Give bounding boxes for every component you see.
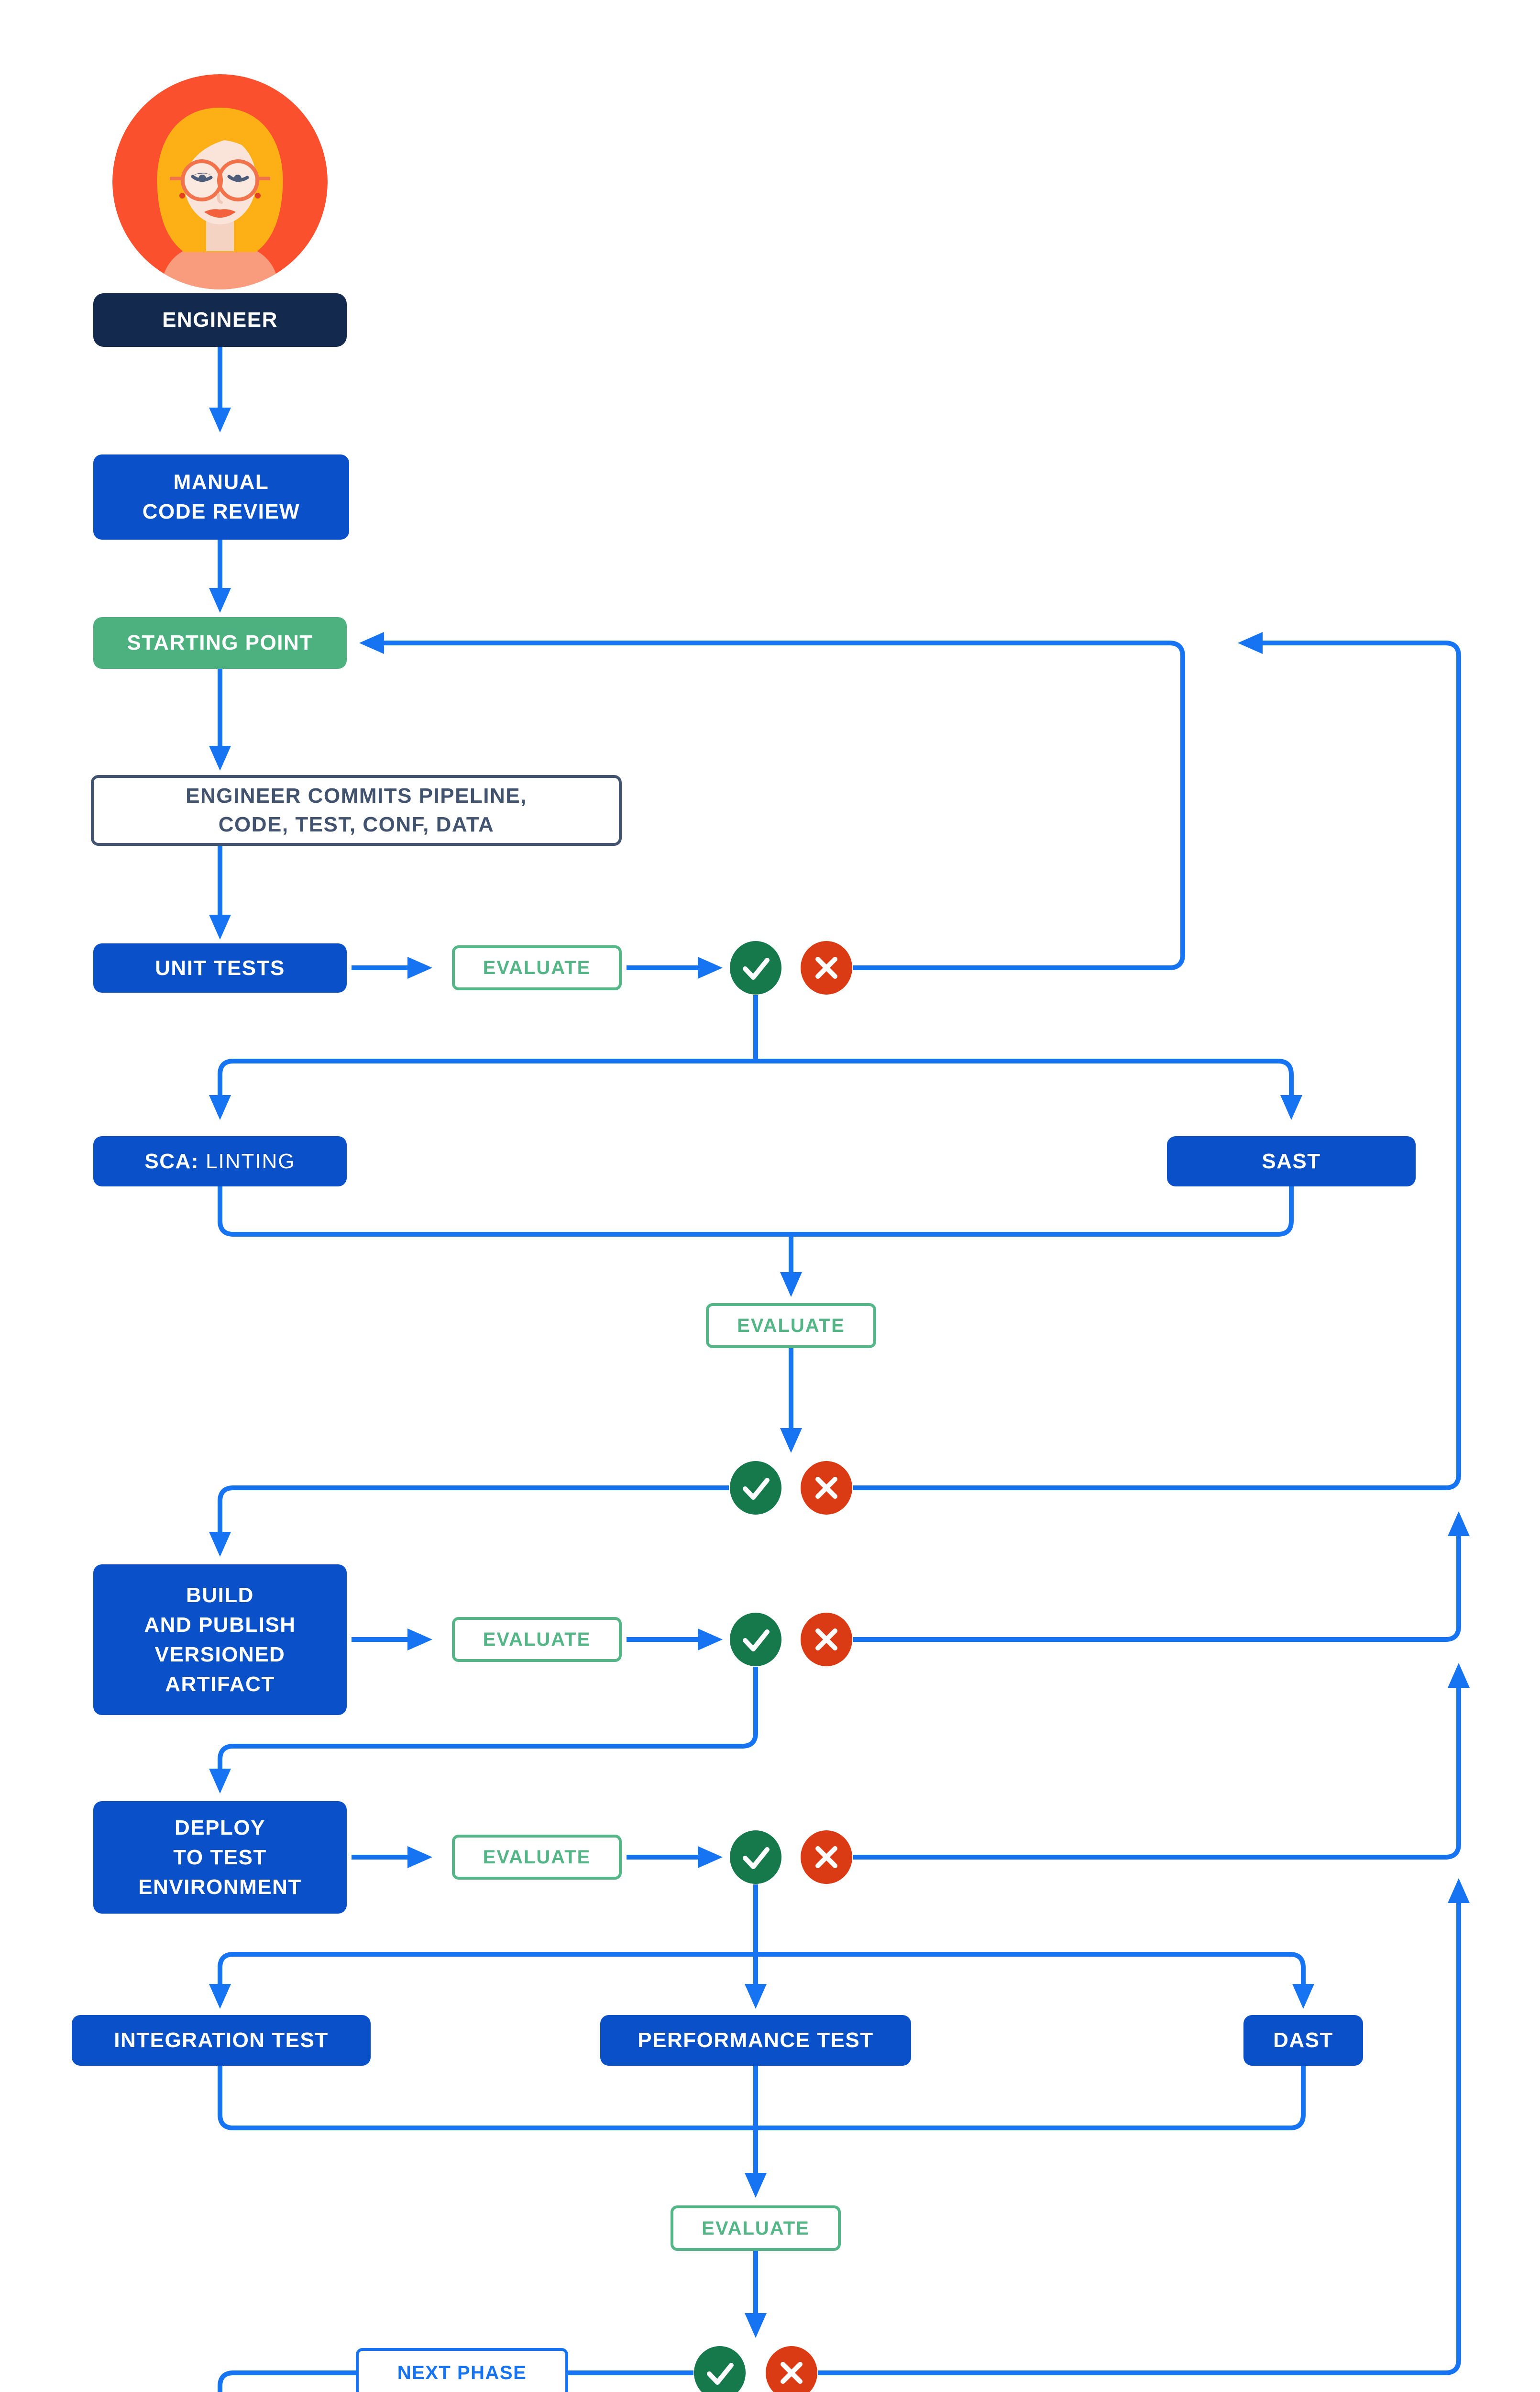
avatar-glasses-bridge bbox=[217, 176, 223, 179]
branch-to-sca bbox=[209, 1059, 756, 1120]
dast-node: DAST bbox=[1243, 2015, 1363, 2066]
next-phase-label: NEXT PHASE bbox=[397, 2362, 527, 2383]
line-pass-next-phase-exit bbox=[218, 2370, 693, 2392]
merge-dast bbox=[756, 2066, 1306, 2130]
manual-line-2: CODE REVIEW bbox=[142, 500, 300, 523]
avatar-right-lens bbox=[219, 161, 257, 199]
branch-to-integration bbox=[209, 1952, 756, 2009]
unit-tests-label: UNIT TESTS bbox=[155, 956, 285, 980]
avatar-fringe bbox=[176, 116, 265, 170]
avatar-left-pupil bbox=[198, 175, 206, 182]
avatar-left-eyebrow bbox=[193, 173, 212, 176]
commits-line-1: ENGINEER COMMITS PIPELINE, bbox=[186, 784, 527, 808]
merge-sast bbox=[791, 1186, 1294, 1237]
loop-bottom-fail-up bbox=[818, 1878, 1470, 2375]
evaluate-node-3: EVALUATE bbox=[452, 1617, 622, 1662]
merge-integration bbox=[218, 2066, 756, 2130]
performance-test-label: PERFORMANCE TEST bbox=[638, 2028, 874, 2052]
loop-deploy-fail-up bbox=[853, 1663, 1470, 1860]
avatar-earring-left bbox=[179, 193, 185, 199]
fail-disc-1 bbox=[801, 941, 852, 995]
integration-test-label: INTEGRATION TEST bbox=[114, 2028, 329, 2052]
sast-node: SAST bbox=[1167, 1136, 1416, 1186]
line-row3-pass-to-build bbox=[209, 1485, 729, 1557]
check-icon bbox=[707, 2363, 734, 2385]
cross-icon bbox=[815, 1846, 837, 1868]
dast-label: DAST bbox=[1273, 2028, 1333, 2052]
build-line-1: BUILD bbox=[186, 1583, 254, 1607]
deploy-line-3: ENVIRONMENT bbox=[138, 1875, 302, 1899]
build-publish-artifact-node: BUILD AND PUBLISH VERSIONED ARTIFACT bbox=[93, 1564, 347, 1715]
engineer-node: ENGINEER bbox=[93, 293, 347, 347]
engineer-label: ENGINEER bbox=[162, 308, 278, 332]
evaluate-label: EVALUATE bbox=[737, 1315, 845, 1336]
build-line-4: ARTIFACT bbox=[165, 1672, 275, 1696]
unit-tests-node: UNIT TESTS bbox=[93, 943, 347, 993]
pass-disc-2 bbox=[730, 1461, 781, 1515]
cross-icon bbox=[815, 1628, 837, 1650]
evaluate-node-1: EVALUATE bbox=[452, 945, 622, 990]
performance-test-node: PERFORMANCE TEST bbox=[600, 2015, 911, 2066]
build-line-3: VERSIONED bbox=[154, 1642, 286, 1666]
loop-unit-fail-to-starting bbox=[359, 631, 1185, 970]
avatar-earring-right bbox=[255, 193, 261, 199]
engineer-commits-node: ENGINEER COMMITS PIPELINE, CODE, TEST, C… bbox=[91, 775, 622, 846]
engineer-avatar bbox=[112, 74, 328, 289]
evaluate-node-4: EVALUATE bbox=[452, 1835, 622, 1880]
avatar-shirt bbox=[160, 247, 280, 289]
pass-disc-3 bbox=[730, 1613, 781, 1666]
avatar-right-glass bbox=[217, 159, 259, 201]
deploy-line-1: DEPLOY bbox=[175, 1816, 265, 1839]
line-build-pass-to-deploy bbox=[209, 1667, 758, 1794]
evaluate-label: EVALUATE bbox=[483, 957, 591, 978]
fail-disc-2 bbox=[801, 1461, 852, 1515]
avatar-lips bbox=[204, 209, 236, 218]
branch-to-sast bbox=[756, 1059, 1302, 1120]
loop-build-fail-up bbox=[853, 1511, 1470, 1642]
evaluate-label: EVALUATE bbox=[483, 1847, 591, 1868]
sca-label-bold: SCA: bbox=[144, 1149, 199, 1173]
evaluate-node-5: EVALUATE bbox=[671, 2205, 841, 2251]
check-icon bbox=[743, 1629, 770, 1651]
evaluate-label: EVALUATE bbox=[483, 1629, 591, 1650]
avatar-nose bbox=[217, 193, 223, 204]
cross-icon bbox=[815, 957, 837, 979]
next-phase-node: NEXT PHASE bbox=[356, 2348, 568, 2392]
fail-disc-3 bbox=[801, 1613, 852, 1666]
merge-sca bbox=[218, 1186, 791, 1237]
manual-code-review-node: MANUAL CODE REVIEW bbox=[93, 454, 349, 540]
starting-point-label: STARTING POINT bbox=[127, 631, 313, 654]
fail-disc-4 bbox=[801, 1830, 852, 1884]
build-line-2: AND PUBLISH bbox=[144, 1613, 296, 1637]
deploy-line-2: TO TEST bbox=[173, 1845, 267, 1869]
commits-line-2: CODE, TEST, CONF, DATA bbox=[218, 813, 495, 836]
fail-disc-5 bbox=[766, 2346, 817, 2392]
sast-label: SAST bbox=[1262, 1149, 1321, 1173]
pass-disc-1 bbox=[730, 941, 781, 995]
manual-line-1: MANUAL bbox=[173, 470, 269, 494]
cross-icon bbox=[815, 1477, 837, 1499]
avatar-fringe-sweep bbox=[176, 116, 242, 188]
avatar-right-pupil bbox=[234, 175, 242, 182]
sca-linting-node: SCA: LINTING bbox=[93, 1136, 347, 1186]
starting-point-node: STARTING POINT bbox=[93, 617, 347, 669]
branch-to-dast bbox=[756, 1952, 1314, 2009]
deploy-test-environment-node: DEPLOY TO TEST ENVIRONMENT bbox=[93, 1801, 347, 1914]
pass-disc-4 bbox=[730, 1830, 781, 1884]
integration-test-node: INTEGRATION TEST bbox=[72, 2015, 371, 2066]
loop-row3-fail-up bbox=[853, 631, 1461, 1490]
sca-label-rest: LINTING bbox=[205, 1149, 296, 1173]
pass-disc-5 bbox=[694, 2346, 746, 2392]
avatar-left-lens bbox=[183, 161, 221, 199]
cross-icon bbox=[781, 2362, 803, 2384]
check-icon bbox=[743, 1478, 770, 1500]
check-icon bbox=[743, 1847, 770, 1869]
evaluate-node-2: EVALUATE bbox=[706, 1303, 876, 1348]
evaluate-label: EVALUATE bbox=[702, 2217, 810, 2239]
check-icon bbox=[743, 958, 770, 980]
